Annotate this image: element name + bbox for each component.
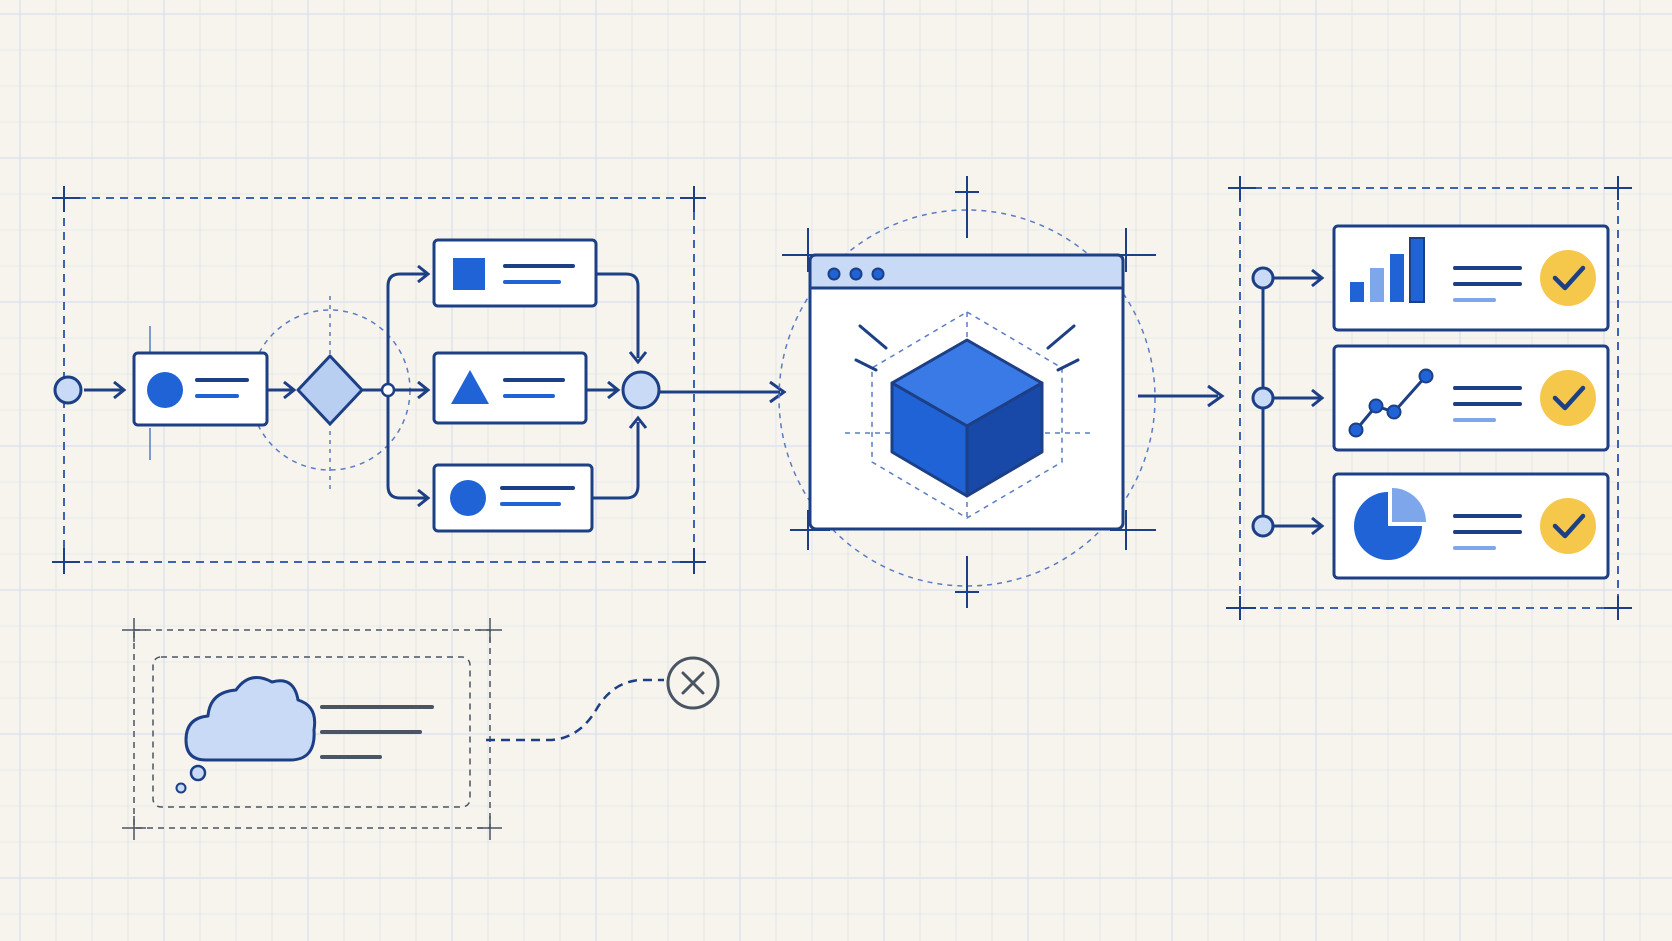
- note-inner-frame: [152, 656, 471, 808]
- merge-path-top: [596, 272, 640, 358]
- diamond-icon: [296, 354, 364, 426]
- branch-card-triangle: [432, 351, 588, 425]
- merge-node: [621, 370, 661, 410]
- arrowhead: [628, 351, 648, 365]
- branch-path-bottom: [386, 396, 426, 500]
- pie-chart-icon: [1354, 488, 1426, 560]
- merge-path-bottom: [592, 422, 640, 500]
- thought-bubble-dot: [175, 782, 187, 794]
- triangle-icon: [451, 370, 489, 404]
- cube-ray-lines: [854, 324, 1080, 372]
- bar: [1410, 238, 1424, 302]
- bar: [1370, 268, 1384, 302]
- arrowhead: [628, 415, 648, 429]
- processor-section: [778, 176, 1156, 608]
- check-badge: [1540, 250, 1596, 306]
- close-circle-icon: [666, 656, 720, 710]
- arrowhead: [417, 488, 431, 508]
- arrowhead: [283, 380, 297, 400]
- window-controls-icon: [827, 267, 885, 281]
- check-icon: [1540, 250, 1596, 306]
- trend-point: [1348, 422, 1364, 438]
- bar-chart-icon: [1350, 237, 1425, 303]
- check-icon: [1540, 498, 1596, 554]
- arrowhead: [1311, 268, 1325, 288]
- result-junction-node: [1251, 386, 1275, 410]
- note-corner-marks: [122, 618, 502, 840]
- result-card: [1332, 344, 1610, 452]
- line-chart-icon: [1348, 368, 1434, 438]
- crosshair-mark: [149, 326, 151, 460]
- bar: [1390, 254, 1404, 302]
- input-node: [53, 375, 83, 405]
- check-badge: [1540, 498, 1596, 554]
- thought-cloud-icon: [184, 676, 317, 762]
- trend-point: [1418, 368, 1434, 384]
- arrowhead: [113, 380, 127, 400]
- arrowhead: [1207, 384, 1225, 408]
- arrowhead: [1311, 516, 1325, 536]
- trend-point: [1368, 398, 1384, 414]
- square-icon: [453, 258, 485, 290]
- window-titlebar: [808, 253, 1125, 290]
- check-mark: [1552, 265, 1586, 291]
- bar-outline: [1409, 237, 1425, 303]
- result-row: [1251, 472, 1610, 580]
- thought-note-section: [122, 618, 720, 840]
- circle-icon: [450, 480, 486, 516]
- arrowhead: [1311, 388, 1325, 408]
- results-frame: [1239, 187, 1619, 609]
- results-section: [1226, 176, 1632, 620]
- bar: [1350, 282, 1364, 302]
- arrowhead: [417, 380, 431, 400]
- circle-icon: [147, 372, 183, 408]
- branch-junction: [380, 382, 396, 398]
- arrowhead: [769, 380, 787, 404]
- trend-point: [1386, 404, 1402, 420]
- check-badge: [1540, 370, 1596, 426]
- result-row: [1251, 224, 1610, 332]
- result-card: [1332, 224, 1610, 332]
- check-mark: [1552, 385, 1586, 411]
- cube-icon: [890, 338, 1044, 498]
- check-mark: [1552, 513, 1586, 539]
- note-outer-frame: [133, 629, 491, 829]
- input-flow-section: [52, 186, 706, 574]
- result-rows: [1251, 224, 1610, 580]
- frame-corner-marks: [52, 186, 706, 574]
- trend-line: [1354, 375, 1428, 431]
- check-icon: [1540, 370, 1596, 426]
- frame-corner-marks: [1226, 176, 1632, 620]
- arrowhead: [417, 264, 431, 284]
- pie-slice: [1354, 492, 1422, 560]
- result-junction-node: [1251, 514, 1275, 538]
- pie-slice: [1392, 488, 1426, 522]
- thought-bubble-dot: [189, 764, 207, 782]
- processor-guide-circle: [778, 209, 1156, 587]
- result-row: [1251, 344, 1610, 452]
- arrowhead: [607, 380, 621, 400]
- rejected-path: [486, 678, 664, 742]
- result-junction-node: [1251, 266, 1275, 290]
- branch-path-top: [386, 272, 426, 384]
